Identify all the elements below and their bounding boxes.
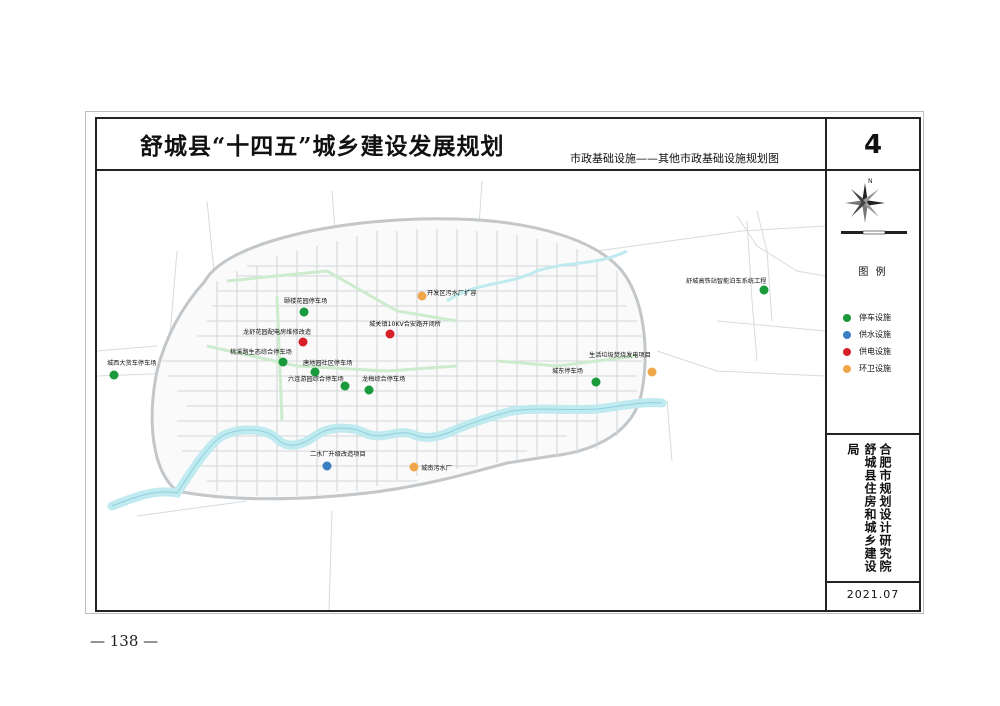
side-panel: N 图 例 停车设施 供水设施 供电设施 环卫设施 (827, 171, 919, 610)
sheet-number: 4 (827, 119, 919, 171)
facility-markers (109, 285, 769, 472)
canal (446, 249, 628, 303)
label-longshu-power-room: 龙舒花园配电房维修改造 (243, 328, 311, 336)
label-south-sewage: 城南污水厂 (421, 464, 452, 472)
facility-labels: 舒城高铁站智能泊车系统工程 开发区污水厂扩容 颐楼花园停车场 城关镇10KV合安… (107, 277, 766, 472)
label-chengguan-switch-station: 城关镇10KV合安路开闭所 (369, 320, 441, 328)
legend-label-parking: 停车设施 (859, 313, 891, 322)
plan-date: 2021.07 (846, 588, 900, 601)
outer-frame (85, 111, 924, 614)
organization-box: 合肥市规划设计研究院 舒城县住房和城乡建设局 (827, 433, 919, 583)
legend-item-sanitation: 环卫设施 (843, 360, 891, 377)
label-liulian-parking: 六连游园综合停车场 (288, 375, 344, 383)
marker-longshu-power-room[interactable] (298, 337, 308, 347)
marker-chengguan-switch-station[interactable] (385, 329, 395, 339)
marker-dev-zone-sewage[interactable] (417, 291, 427, 301)
legend-item-power-supply: 供电设施 (843, 343, 891, 360)
title-bar: 舒城县“十四五”城乡建设发展规划 市政基础设施——其他市政基础设施规划图 (97, 119, 827, 171)
label-dev-zone-sewage: 开发区污水厂扩容 (427, 289, 477, 297)
marker-east-parking[interactable] (591, 377, 601, 387)
marker-yilou-parking[interactable] (299, 307, 309, 317)
legend-label-power-supply: 供电设施 (859, 347, 891, 356)
river-centerline (111, 402, 663, 507)
label-water-plant-2: 二水厂升级改造项目 (310, 450, 366, 458)
marker-longmei-parking[interactable] (364, 385, 374, 395)
marker-liulian-parking[interactable] (340, 381, 350, 391)
marker-tangdiyuan-parking[interactable] (310, 367, 320, 377)
label-high-speed-rail-parking: 舒城高铁站智能泊车系统工程 (686, 277, 766, 285)
map-title: 舒城县“十四五”城乡建设发展规划 (140, 133, 505, 160)
label-tangdiyuan-parking: 唐地园社区停车场 (303, 359, 353, 367)
legend-item-parking: 停车设施 (843, 309, 891, 326)
legend-label-water-supply: 供水设施 (859, 330, 891, 339)
green-corridors (206, 269, 638, 422)
legend-title: 图 例 (858, 267, 888, 278)
designer-name: 合肥市规划设计研究院 (878, 443, 892, 573)
label-waste-incineration: 生活垃圾焚烧发电项目 (589, 351, 651, 359)
page-number: — 138 — (90, 632, 159, 650)
marker-high-speed-rail-parking[interactable] (759, 285, 769, 295)
water-supply-dot-icon (843, 330, 851, 339)
city-map: 舒城高铁站智能泊车系统工程 开发区污水厂扩容 颐楼花园停车场 城关镇10KV合安… (97, 180, 825, 610)
legend-label-sanitation: 环卫设施 (859, 364, 891, 373)
legend: 停车设施 供水设施 供电设施 环卫设施 (843, 309, 891, 377)
client-name: 舒城县住房和城乡建设局 (846, 443, 877, 573)
marker-west-truck-parking[interactable] (109, 370, 119, 380)
map-sheet: 舒城县“十四五”城乡建设发展规划 市政基础设施——其他市政基础设施规划图 4 (95, 117, 921, 612)
marker-south-sewage[interactable] (409, 462, 419, 472)
ring-road (150, 217, 647, 501)
power-supply-dot-icon (843, 347, 851, 356)
marker-taoxi-road-parking[interactable] (278, 357, 288, 367)
svg-text:N: N (868, 178, 873, 185)
marker-water-plant-2[interactable] (322, 461, 332, 471)
label-taoxi-road-parking: 桃溪路生态综合停车场 (230, 348, 292, 356)
label-east-parking: 城东停车场 (552, 367, 583, 375)
label-yilou-parking: 颐楼花园停车场 (284, 297, 327, 305)
map-area: 舒城高铁站智能泊车系统工程 开发区污水厂扩容 颐楼花园停车场 城关镇10KV合安… (97, 171, 827, 610)
map-subtitle: 市政基础设施——其他市政基础设施规划图 (570, 152, 779, 165)
marker-waste-incineration[interactable] (647, 367, 657, 377)
parking-dot-icon (843, 313, 851, 322)
north-arrow-compass-icon: N (841, 178, 907, 235)
sanitation-dot-icon (843, 364, 851, 373)
legend-item-water-supply: 供水设施 (843, 326, 891, 343)
label-west-truck-parking: 城西大货车停车场 (107, 359, 157, 367)
label-longmei-parking: 龙梅综合停车场 (362, 375, 405, 383)
